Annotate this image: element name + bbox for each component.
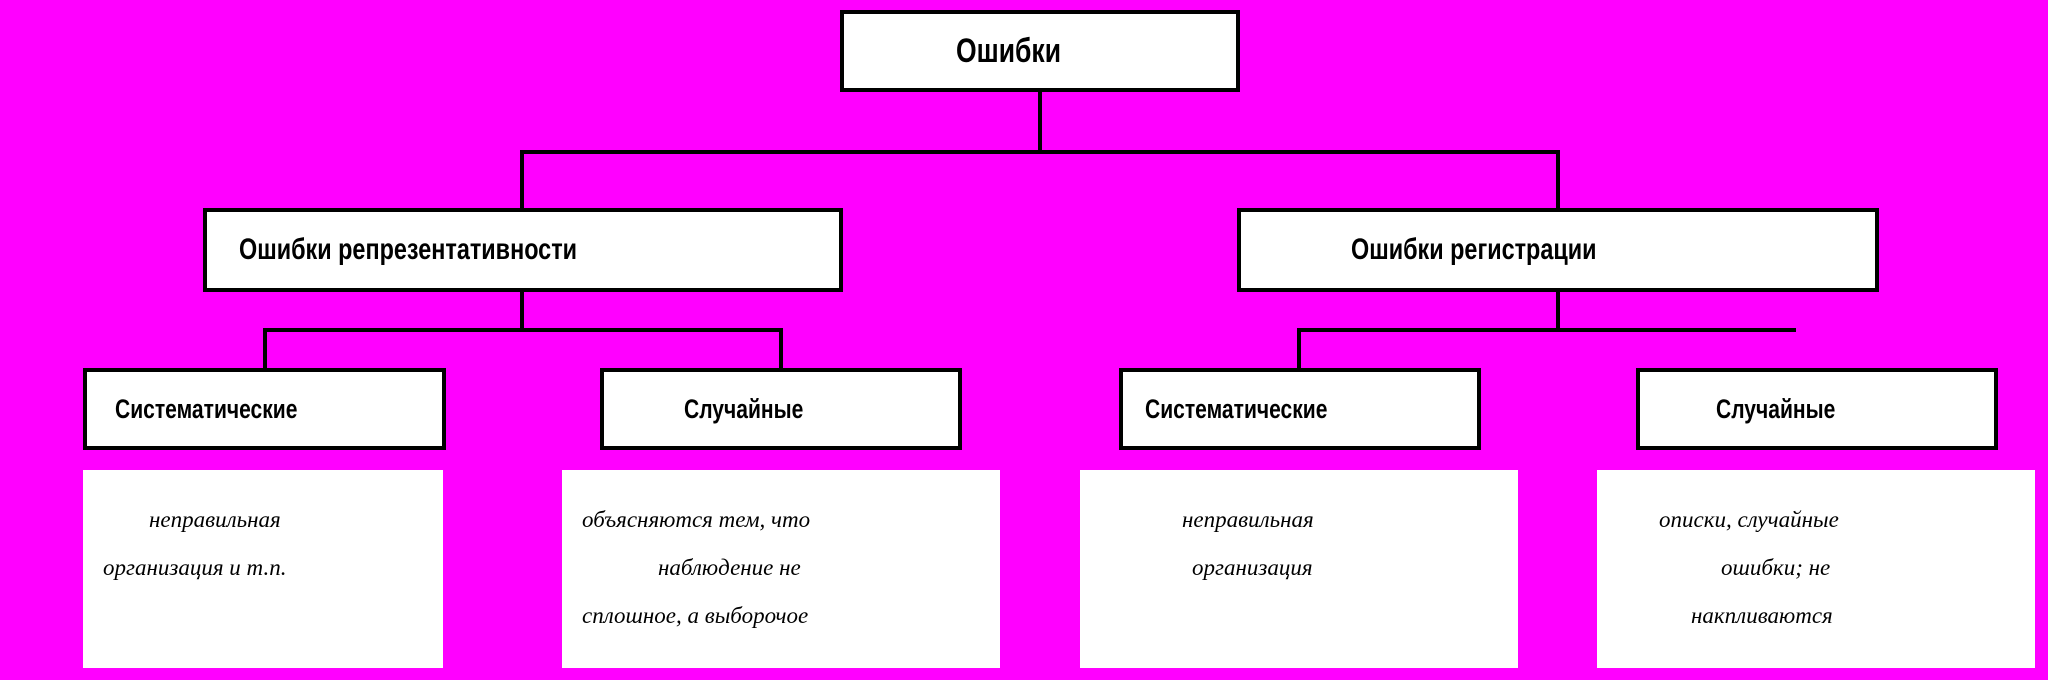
root-label: Ошибки <box>956 31 1061 70</box>
repr-random-label: Случайные <box>684 393 804 424</box>
description-line: организация и т.п. <box>103 555 287 580</box>
root-node: Ошибки <box>840 10 1240 92</box>
description-line: неправильная <box>149 507 281 532</box>
repr-random-description: объясняются тем, что наблюдение не сплош… <box>562 470 1000 668</box>
reg-random-label: Случайные <box>1716 393 1836 424</box>
description-line: ошибки; не <box>1721 555 1831 580</box>
branch-representativeness-node: Ошибки репрезентативности <box>203 208 843 292</box>
repr-systematic-description: неправильная организация и т.п. <box>83 470 443 668</box>
description-line: организация <box>1192 555 1313 580</box>
branch-representativeness-label: Ошибки репрезентативности <box>239 233 578 266</box>
reg-random-node: Случайные <box>1636 368 1998 450</box>
repr-systematic-label: Систематические <box>115 393 298 424</box>
branch-registration-label: Ошибки регистрации <box>1351 233 1597 266</box>
description-line: объясняются тем, что <box>582 507 811 532</box>
description-line: сплошное, а выборочое <box>582 603 809 628</box>
branch-registration-node: Ошибки регистрации <box>1237 208 1879 292</box>
reg-systematic-label: Систематические <box>1145 393 1328 424</box>
reg-systematic-node: Систематические <box>1119 368 1481 450</box>
description-line: накпливаются <box>1691 603 1833 628</box>
description-line: описки, случайные <box>1659 507 1839 532</box>
reg-random-description: описки, случайные ошибки; не накпливаютс… <box>1597 470 2035 668</box>
description-line: неправильная <box>1182 507 1314 532</box>
repr-systematic-node: Систематические <box>83 368 446 450</box>
repr-random-node: Случайные <box>600 368 962 450</box>
reg-systematic-description: неправильная организация <box>1080 470 1518 668</box>
description-line: наблюдение не <box>658 555 801 580</box>
